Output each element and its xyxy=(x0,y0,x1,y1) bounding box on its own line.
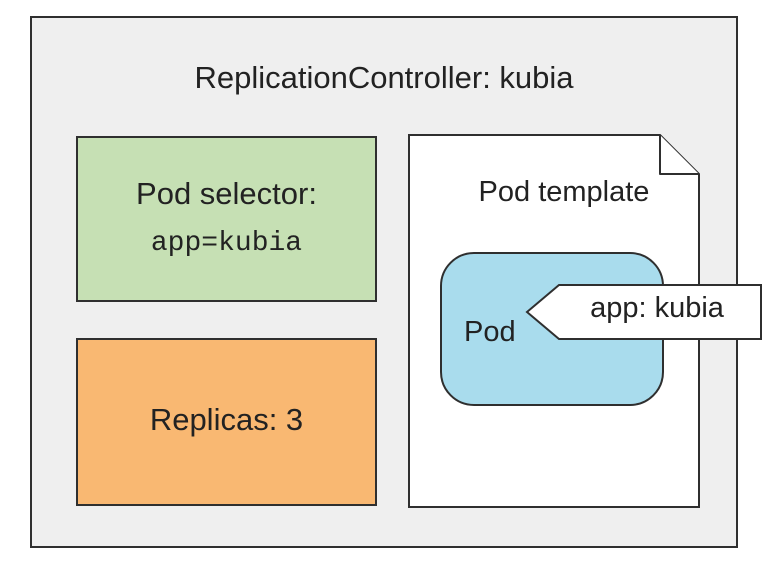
pod-label-tag xyxy=(525,284,762,340)
pod-template-label: Pod template xyxy=(478,176,650,208)
replicas-box: Replicas: 3 xyxy=(76,338,377,506)
replication-controller-title: ReplicationController: kubia xyxy=(194,60,574,95)
replication-controller-box: ReplicationController: kubia Pod selecto… xyxy=(30,16,762,548)
pod-label-tag-text: app: kubia xyxy=(590,292,724,324)
pod-label-tag-shape xyxy=(525,284,762,340)
pod-selector-box: Pod selector: app=kubia xyxy=(76,136,377,302)
pod-template-folded-corner xyxy=(659,135,699,175)
pod-selector-value: app=kubia xyxy=(150,228,303,259)
pod-selector-label: Pod selector: xyxy=(136,176,317,211)
pod-label: Pod xyxy=(464,316,516,348)
replicas-label: Replicas: 3 xyxy=(149,402,304,437)
